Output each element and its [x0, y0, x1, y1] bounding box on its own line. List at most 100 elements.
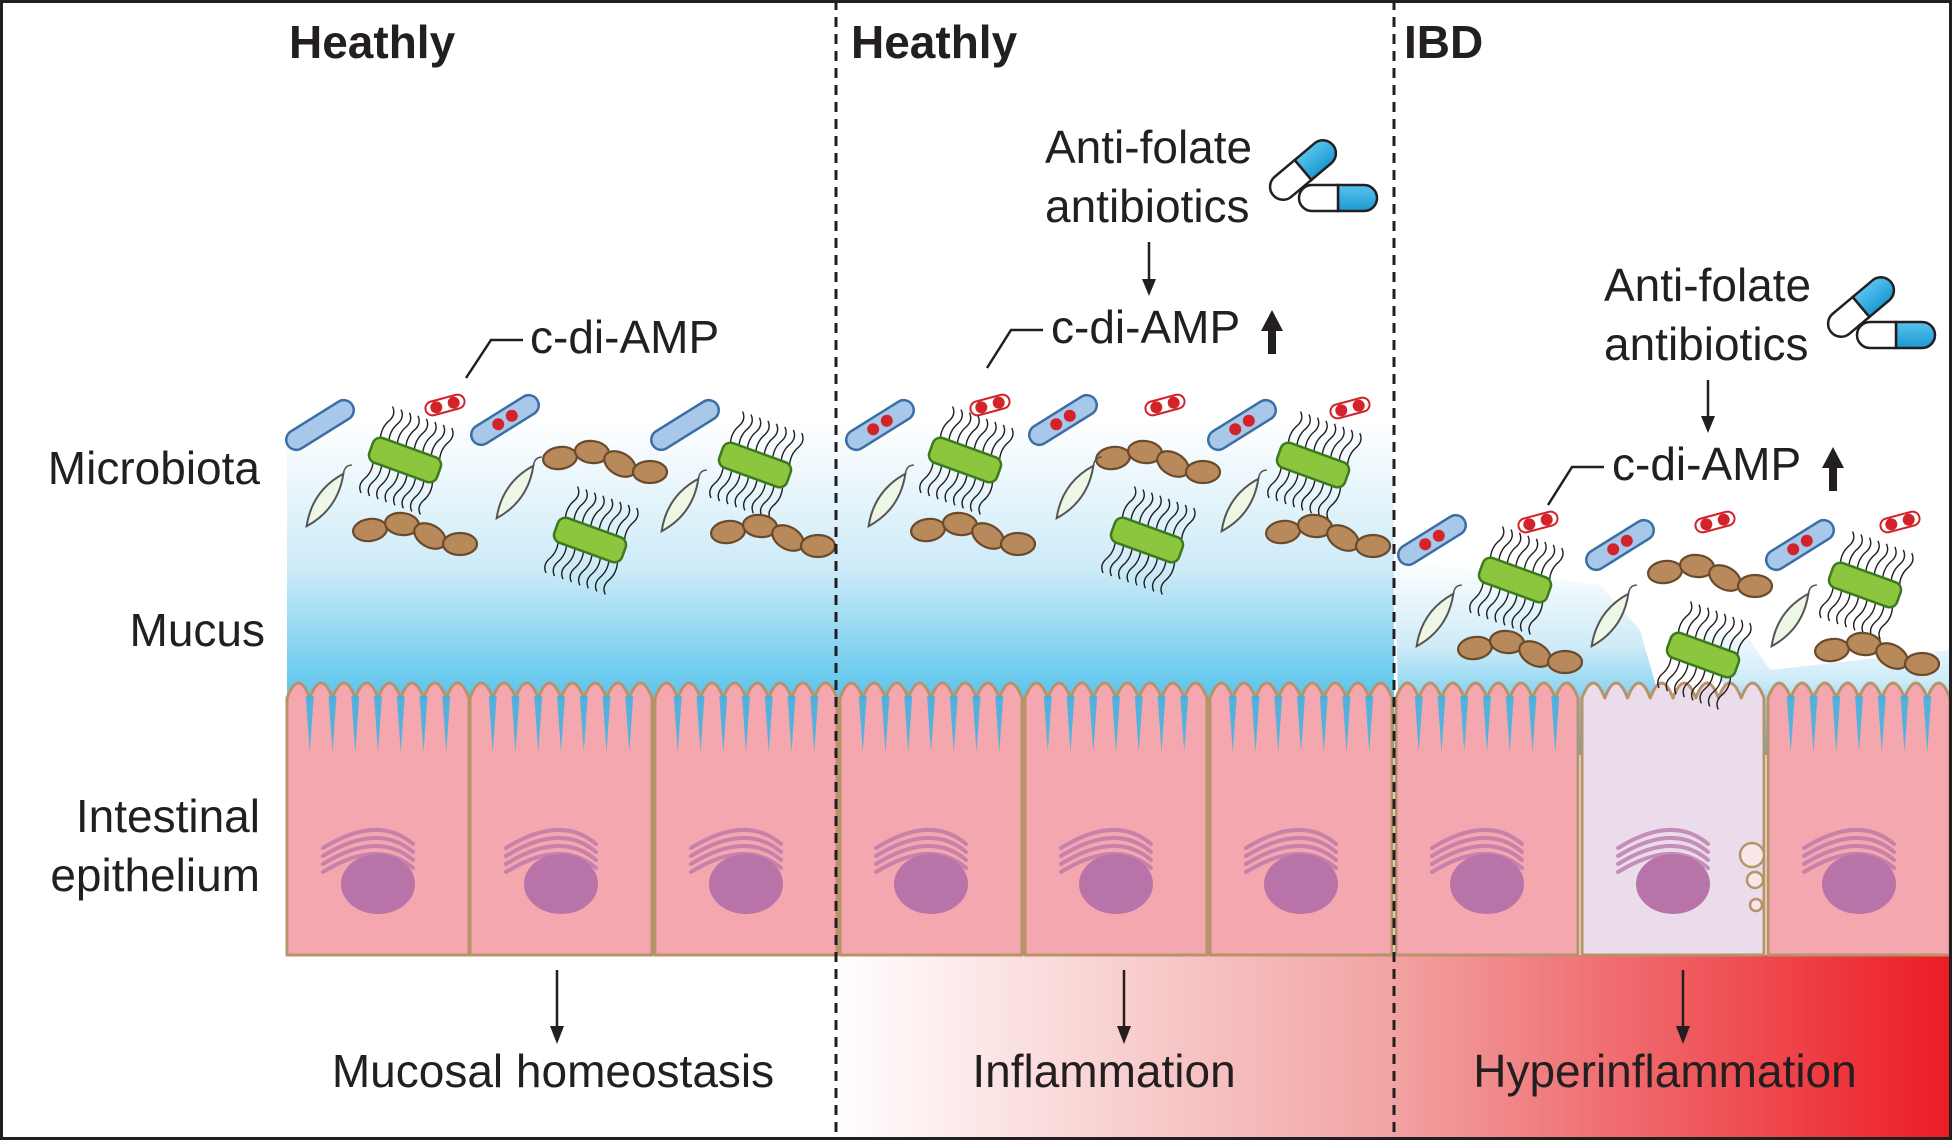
flagellum: [726, 470, 742, 505]
flagellum: [581, 492, 597, 527]
epithelial-cell: [468, 681, 654, 957]
flagellum: [1707, 672, 1723, 707]
cdiamp-dot: [1700, 518, 1713, 531]
golgi-arc: [1430, 835, 1524, 858]
flagellum: [1309, 479, 1325, 514]
flagellum: [1694, 607, 1710, 642]
flagellum: [1548, 547, 1564, 582]
callout-line: [464, 338, 523, 379]
cdiamp-molecule: [969, 393, 1011, 417]
coccus-chain: [1264, 513, 1392, 559]
cdiamp-molecule: [1329, 396, 1371, 420]
rod-body: [1207, 398, 1277, 452]
flagellum: [1146, 495, 1162, 530]
flagellum: [396, 412, 412, 447]
green-body: [552, 516, 628, 564]
golgi-arc: [874, 851, 968, 874]
flagellum: [564, 486, 580, 521]
crypt-gap: [1414, 696, 1423, 752]
damaged-cell-body: [1580, 681, 1766, 957]
flagellum: [1847, 534, 1863, 569]
spiral-body: [1770, 591, 1810, 649]
cdiamp-dot: [1540, 513, 1553, 526]
flagellum: [1329, 426, 1345, 461]
green-body: [367, 436, 443, 484]
nucleus: [894, 854, 968, 914]
golgi-arc: [1802, 835, 1896, 858]
nucleus: [1450, 854, 1524, 914]
nucleus: [1636, 854, 1710, 914]
drug-label: antibiotics: [1045, 180, 1250, 232]
flagellum: [1878, 605, 1894, 640]
crypt-gap: [719, 696, 728, 752]
cdiamp-dot: [1150, 401, 1163, 414]
cdiamp-dot: [1902, 513, 1915, 526]
flagellum: [1346, 432, 1362, 467]
cdiamp-dot: [992, 396, 1005, 409]
flagellum: [421, 421, 437, 456]
nucleus: [1264, 854, 1338, 914]
flagellum: [1155, 498, 1171, 533]
spiral-body: [305, 471, 345, 529]
green-bacterium: [544, 486, 639, 595]
flagellum: [418, 480, 434, 515]
cdiamp-dot: [1885, 518, 1898, 531]
flagellum: [919, 459, 935, 494]
spiral-bacterium: [1415, 584, 1462, 649]
spiral-tail: [1092, 456, 1102, 466]
spiral-tail: [532, 456, 542, 466]
golgi-arc: [874, 835, 968, 858]
rod-bacterium: [470, 393, 540, 447]
crypt-gap: [1157, 696, 1166, 752]
crypt-gap: [1228, 696, 1237, 752]
cdiamp-dot: [1620, 534, 1633, 547]
cdiamp-dot: [505, 409, 518, 422]
flagellum: [1160, 560, 1176, 595]
up-arrow-icon: [1261, 310, 1283, 354]
crypt-gap: [1319, 696, 1328, 752]
flagellum: [939, 406, 955, 441]
coccus: [1184, 459, 1222, 485]
signal-label: c-di-AMP: [1612, 438, 1801, 490]
flagellum: [1126, 548, 1142, 583]
crypt-gap: [673, 696, 682, 752]
green-bacterium: [1657, 601, 1752, 710]
spiral-body: [660, 476, 700, 534]
epithelial-cell: [1023, 681, 1209, 957]
coccus: [1354, 533, 1392, 559]
golgi-arc: [689, 851, 783, 874]
flagellum: [1300, 476, 1316, 511]
crypt-gap: [1043, 696, 1052, 752]
rod-body: [845, 398, 915, 452]
golgi-arc: [504, 827, 598, 850]
crypt-gap: [1112, 696, 1120, 752]
rod-bacterium: [1397, 513, 1467, 567]
flagellum: [1118, 545, 1134, 580]
flagellum: [1163, 501, 1179, 536]
golgi-arc: [689, 835, 783, 858]
rod-bacterium: [1765, 518, 1835, 572]
cdiamp-shell: [424, 393, 466, 417]
flagellum: [1861, 599, 1877, 634]
cdiamp-dot: [1717, 513, 1730, 526]
crypt-gap: [1528, 696, 1537, 752]
flagellum: [947, 409, 963, 444]
flagellum: [1890, 549, 1906, 584]
flagellum: [754, 420, 770, 455]
golgi-arc: [1616, 843, 1710, 866]
cdiamp-molecule: [424, 393, 466, 417]
golgi-arc: [874, 843, 968, 866]
cdiamp-molecule: [1879, 510, 1921, 534]
spiral-bacterium: [660, 469, 707, 534]
rod-body: [1397, 513, 1467, 567]
crypt-gap: [787, 696, 796, 752]
crypt-gap: [1551, 696, 1560, 752]
flagellum: [603, 560, 619, 595]
golgi-arc: [1059, 835, 1153, 858]
golgi-arc: [504, 843, 598, 866]
golgi-arc: [1616, 851, 1710, 874]
golgi-arc: [1430, 843, 1524, 866]
flagellum: [1502, 591, 1518, 626]
flagellum: [409, 477, 425, 512]
